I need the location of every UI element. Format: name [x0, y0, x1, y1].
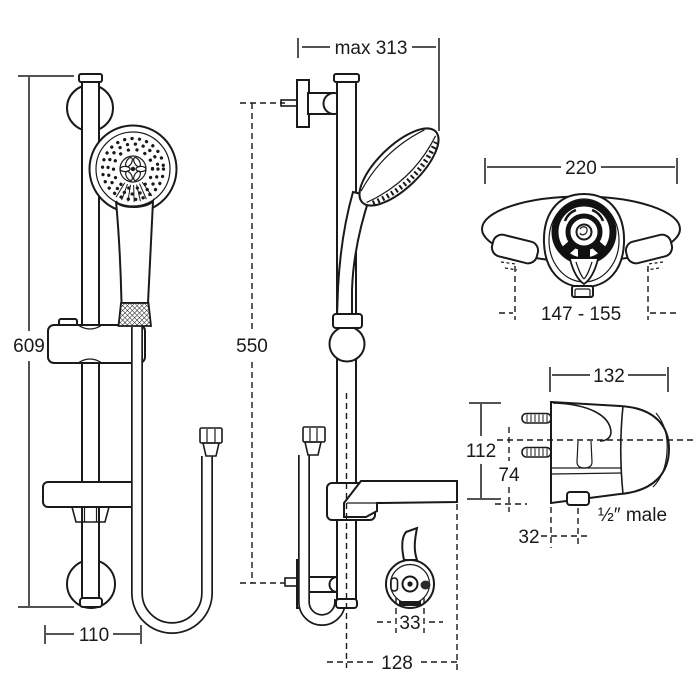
dim-74-label: 74 [498, 465, 520, 486]
front-view: 609 110 [13, 73, 223, 646]
soap-dish [42, 481, 141, 508]
dimension-outlet-drop: 74 [495, 427, 527, 512]
soap-dish-mount [70, 506, 111, 523]
dim-147-155-label: 147 - 155 [541, 304, 621, 325]
dim-112-label: 112 [466, 441, 496, 462]
outlet-thread-label: ½″ male [598, 505, 667, 526]
dimension-soap-dish-width: 110 [44, 625, 142, 646]
shower-head [88, 124, 178, 214]
mixer-body-side [550, 400, 671, 505]
rail-bottom-cap [79, 597, 103, 608]
slider-bracket [47, 318, 146, 364]
shower-hose-front [131, 327, 223, 634]
dimension-rail-height: 609 [13, 75, 74, 608]
dimension-holder-diameter: 33 [377, 598, 443, 634]
dimension-mixer-height: 112 [466, 402, 501, 500]
hidden-detail-dashes [500, 261, 664, 271]
dim-max313-label: max 313 [335, 38, 408, 59]
spray-nozzle-rings [100, 136, 166, 202]
mixer-outlet-side [566, 491, 590, 506]
mixer-inlet-leg-right [624, 233, 674, 265]
handset-handle [115, 197, 155, 304]
dimension-inlet-centres: 147 - 155 [499, 266, 676, 325]
mixer-inlet-leg-left [490, 233, 540, 265]
mixer-control-knob [551, 199, 617, 265]
dim-550-label: 550 [236, 336, 268, 357]
rail-top-cap [78, 73, 103, 83]
side-view: max 313 550 [236, 38, 459, 674]
dim-132-label: 132 [593, 366, 625, 387]
hose-connector-front [199, 427, 223, 457]
dim-609-label: 609 [13, 336, 45, 357]
shower-head-side [358, 127, 440, 207]
wall-plate-top [280, 79, 346, 128]
mixer-dome-side [552, 402, 612, 442]
nose-cap-seam [619, 405, 624, 495]
dim-128-label: 128 [381, 653, 413, 674]
holder-bottom-view [385, 526, 435, 609]
mixer-front-view: 220 [481, 158, 681, 325]
brand-logo-button [575, 223, 593, 241]
hose-connector-side [302, 426, 326, 456]
dim-32-label: 32 [518, 527, 539, 548]
rail-top-cap-side [333, 73, 360, 83]
dim-33-label: 33 [399, 613, 420, 634]
dimension-rail-length: 550 [236, 102, 285, 584]
dimension-mixer-width: 220 [484, 158, 678, 184]
ball-joint [328, 325, 366, 363]
dimension-outlet-offset: 32 [518, 507, 588, 548]
inlet-stud-bottom [521, 446, 552, 458]
dimension-mixer-depth: 132 [549, 366, 669, 392]
handset-grip [117, 302, 153, 327]
dim-110-label: 110 [79, 625, 109, 646]
mixer-side-view: 132 [466, 366, 697, 548]
dimension-wall-depth: 128 [327, 504, 459, 674]
holder-clamp [332, 313, 363, 329]
inlet-stud-top [521, 412, 552, 424]
head-hub [119, 155, 147, 183]
dimension-max-reach: max 313 [297, 38, 440, 131]
spray-fan-lines [115, 181, 153, 203]
soap-dish-side [326, 480, 458, 521]
dim-220-label: 220 [565, 158, 597, 179]
